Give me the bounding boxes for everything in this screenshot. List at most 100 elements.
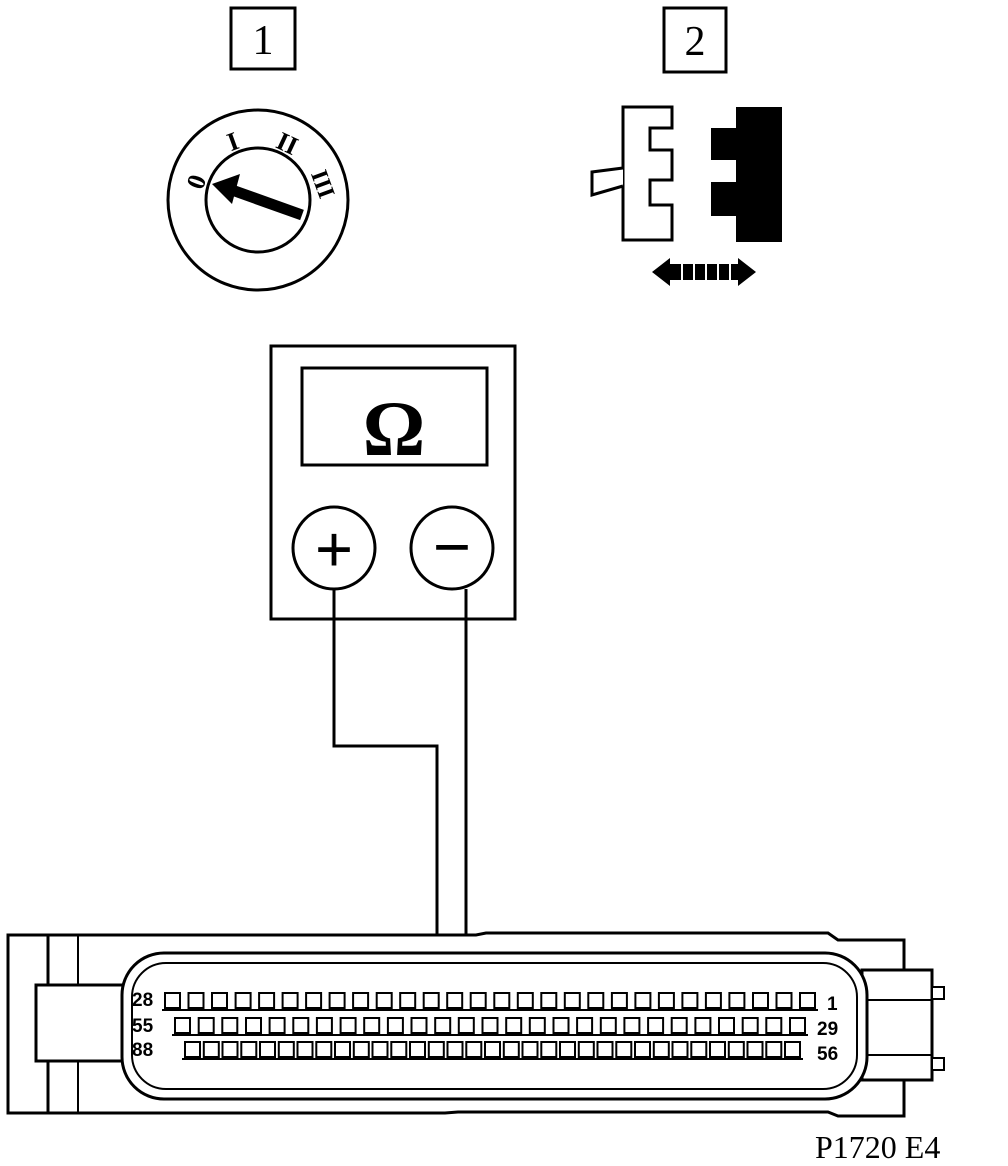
ecu-pin [352,1041,370,1058]
ecu-pin [234,992,252,1009]
ecu-pin [240,1041,258,1058]
row3-right-label: 56 [817,1044,838,1065]
row1-right-label: 1 [827,994,838,1015]
ecu-pin [221,1041,239,1058]
ecu-connector: 28 1 55 29 88 56 [6,931,945,1118]
ecu-pin [505,1017,523,1034]
ecu-pin [552,1017,570,1034]
ecu-pin [775,992,793,1009]
ecu-pin [587,992,605,1009]
ecu-pin [765,1041,783,1058]
ecu-pin [615,1041,633,1058]
ecu-pin [727,1041,745,1058]
plus-lead [332,589,439,1025]
minus-terminal [409,505,495,591]
ecu-pin [296,1041,314,1058]
ecu-pin [634,1041,651,1058]
ecu-pin [292,1017,310,1034]
ecu-pin [409,1041,426,1058]
ecu-pin [671,1041,689,1058]
minus-sign: − [433,509,472,585]
ecu-pin [528,1017,546,1034]
ecu-pin [741,1017,759,1034]
ecu-pin-grid [162,992,818,1060]
ecu-pin [446,992,464,1009]
ecu-pin [164,992,181,1009]
connector-disconnect-icon [590,105,782,286]
ecu-pin [446,1041,464,1058]
step-1-label: 1 [253,18,274,64]
ecu-pin [427,1041,445,1058]
ecu-pin [197,1017,215,1034]
ecu-pin [277,1041,295,1058]
ecu-pin [221,1017,239,1034]
ecu-pin [789,1017,806,1034]
ignition-switch-icon: 0 I II III [166,108,350,292]
ecu-pin [540,992,558,1009]
ecu-pin [339,1017,357,1034]
key-arrow-icon [212,174,304,221]
ecu-pin [410,1017,428,1034]
ecu-pin [577,1041,595,1058]
ecu-pin [746,1041,764,1058]
ecu-pin [596,1041,614,1058]
ecu-pin [481,1017,499,1034]
ecu-pin [690,1041,708,1058]
ecu-pin [652,1041,670,1058]
ecu-pin [610,992,628,1009]
step-1-box: 1 [229,6,297,71]
ecu-pin [657,992,675,1009]
ecu-pin [390,1041,408,1058]
ecu-pin [305,992,323,1009]
ecu-pin [681,992,699,1009]
ecu-pin [784,1041,801,1058]
ecu-pin [386,1017,404,1034]
ecu-pin [623,1017,641,1034]
ecu-pin [799,992,816,1009]
meter-display [300,366,489,467]
ecu-pin [187,992,205,1009]
ecu-pin [502,1041,520,1058]
ecu-pin [328,992,346,1009]
ecu-pin [728,992,746,1009]
row2-right-label: 29 [817,1019,838,1040]
step-2-box: 2 [662,6,728,74]
ecu-pin [704,992,722,1009]
ecu-pin [352,992,370,1009]
double-arrow-icon [652,258,756,286]
ecu-pin [469,992,487,1009]
ecu-pin [516,992,534,1009]
ecu-pin [465,1041,483,1058]
ecu-pin [647,1017,665,1034]
ecu-pin [670,1017,688,1034]
ecu-pin [268,1017,286,1034]
ecu-pin [258,992,276,1009]
ecu-pin [540,1041,558,1058]
ecu-pin [752,992,769,1009]
ecu-pin [718,1017,735,1034]
ecu-pin [457,1017,475,1034]
ecu-pin [576,1017,594,1034]
ecu-pin [375,992,393,1009]
ecu-pin [559,1041,576,1058]
ecu-pin [259,1041,276,1058]
ecu-pin [245,1017,262,1034]
probe-leads [332,589,468,1025]
ecu-pin [634,992,652,1009]
row1-left-label: 28 [132,990,153,1011]
ecu-pin [521,1041,539,1058]
ecu-pin [371,1041,389,1058]
ecu-pin [493,992,511,1009]
row3-left-label: 88 [132,1040,153,1061]
ecu-pin [281,992,299,1009]
ohm-symbol: Ω [363,385,425,472]
ecu-pin [709,1041,726,1058]
step-2-label: 2 [685,19,706,65]
ecu-pin [315,1017,333,1034]
ecu-pin [202,1041,220,1058]
ecu-pin [211,992,228,1009]
ecu-pin [563,992,581,1009]
plus-sign: + [315,511,354,587]
ecu-pin [694,1017,712,1034]
